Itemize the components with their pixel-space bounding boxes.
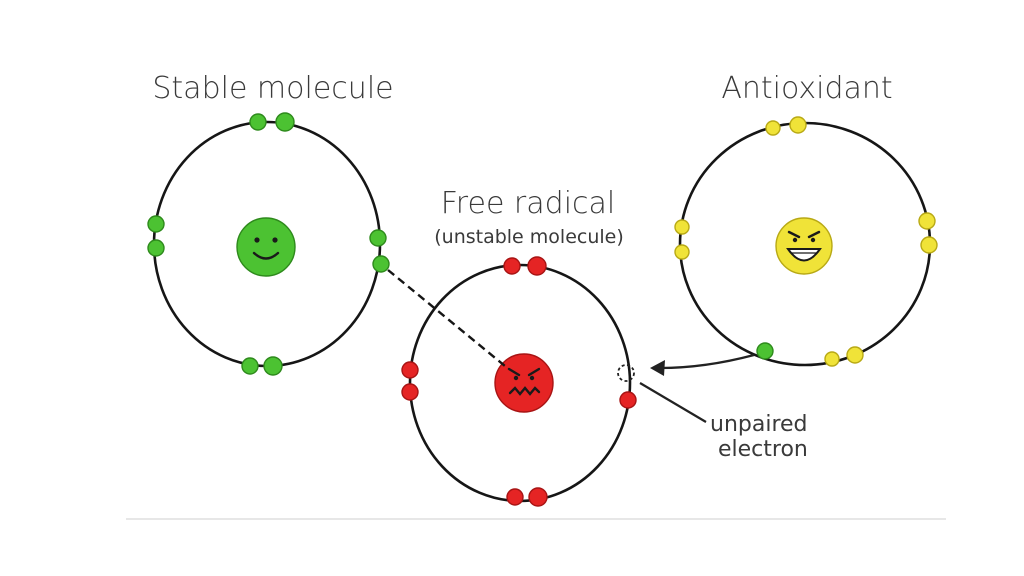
- unpaired-label-line1: unpaired: [710, 412, 808, 437]
- bond-dashed-line: [387, 269, 506, 367]
- antioxidant-electron: [920, 236, 938, 254]
- stable-electron: [369, 229, 387, 247]
- smiley-face-icon: [236, 217, 296, 277]
- stable-electron: [249, 113, 267, 131]
- radical-electron: [503, 257, 521, 275]
- radical-nucleus: [494, 353, 554, 413]
- stable-electron: [241, 357, 259, 375]
- antioxidant-electron: [789, 116, 807, 134]
- stable-electron: [147, 215, 165, 233]
- radical-electron: [619, 391, 637, 409]
- donated-electron: [756, 342, 774, 360]
- stable-electron: [275, 112, 295, 132]
- antioxidant-electron: [918, 212, 936, 230]
- antioxidant-title: Antioxidant: [721, 71, 892, 106]
- stable-molecule: Stable molecule: [147, 71, 394, 376]
- stable-electron: [147, 239, 165, 257]
- antioxidant-electrons: [674, 116, 938, 367]
- antioxidant-electron: [846, 346, 864, 364]
- radical-electron: [528, 487, 548, 507]
- stable-molecule-title: Stable molecule: [152, 71, 393, 106]
- antioxidant-nucleus: [775, 217, 833, 275]
- transfer-arrow-head: [650, 360, 665, 376]
- free-radical: Free radical (unstable molecule): [401, 186, 637, 507]
- free-radical-title: Free radical: [441, 186, 616, 221]
- radical-electron: [401, 361, 419, 379]
- radical-electron: [401, 383, 419, 401]
- free-radical-subtitle: (unstable molecule): [434, 226, 624, 248]
- stable-nucleus: [236, 217, 296, 277]
- stable-electron: [372, 255, 390, 273]
- antioxidant-electron: [824, 351, 840, 367]
- antioxidant-electron: [674, 219, 690, 235]
- radical-electron: [527, 256, 547, 276]
- antioxidant-electron: [674, 244, 690, 260]
- stable-electron: [263, 356, 283, 376]
- unpaired-electron-slot: [617, 364, 635, 382]
- stable-electrons: [147, 112, 390, 376]
- radical-electron: [506, 488, 524, 506]
- unpaired-pointer-line: [639, 382, 707, 423]
- unpaired-label-line2: electron: [718, 437, 808, 462]
- grinning-face-icon: [775, 217, 833, 275]
- antioxidant-electron: [765, 120, 781, 136]
- transfer-arrow: [659, 353, 755, 370]
- angry-face-icon: [494, 353, 554, 413]
- radical-electrons: [401, 256, 637, 507]
- antioxidant: Antioxidant: [674, 71, 938, 367]
